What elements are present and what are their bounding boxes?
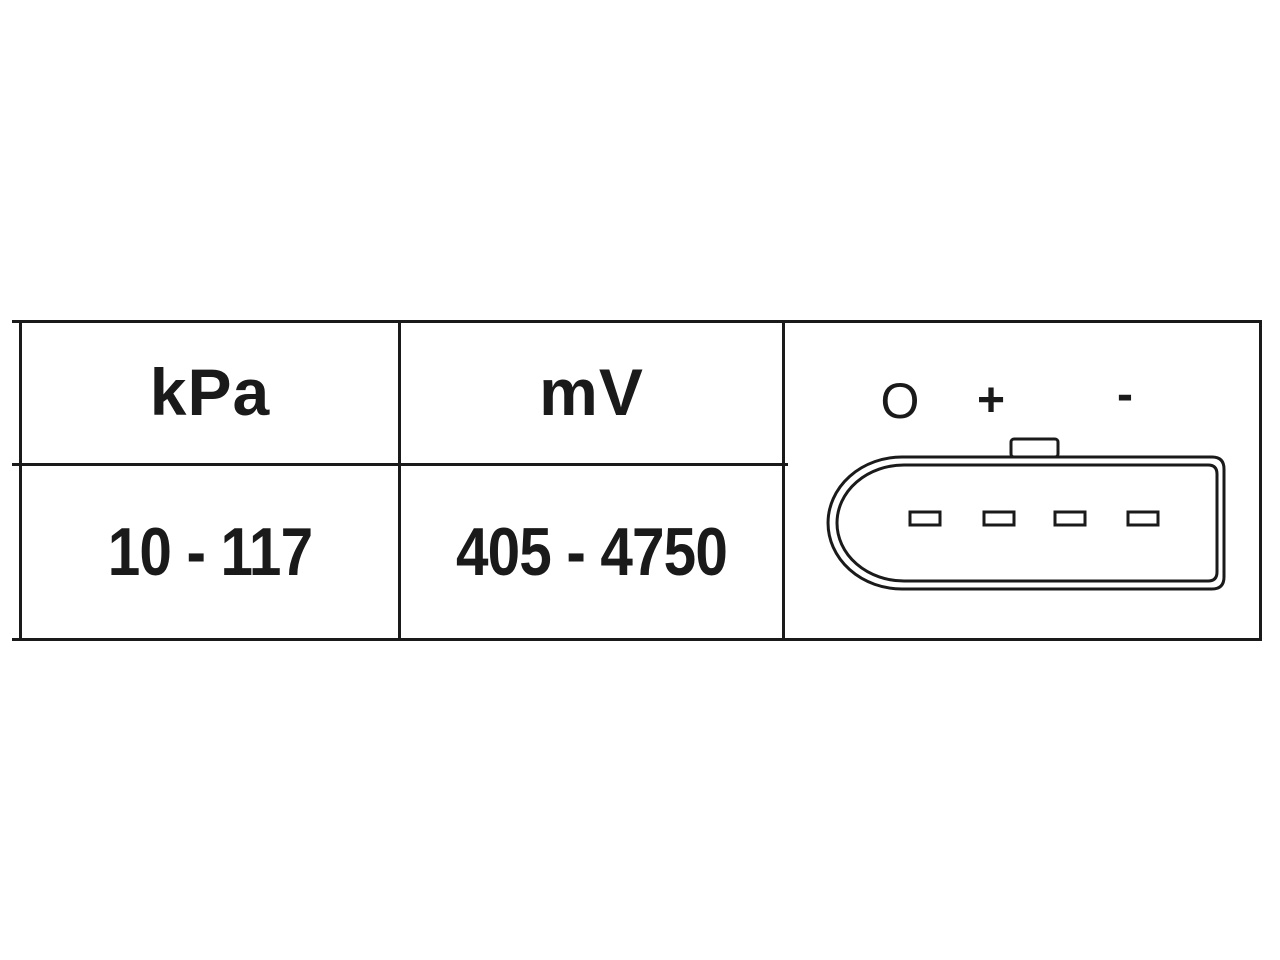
pin-label-positive: +: [977, 374, 1005, 427]
table-bottom-border: [12, 638, 1262, 641]
connector-pinout-diagram: O + -: [826, 368, 1226, 591]
connector-pin-3: [1053, 510, 1087, 527]
voltage-unit-header: mV: [539, 355, 644, 429]
connector-pin-1: [908, 510, 942, 527]
connector-housing-inner: [835, 463, 1219, 583]
pressure-unit-header: kPa: [149, 355, 271, 429]
connector-housing-outer: [826, 455, 1226, 591]
column-divider-1: [398, 320, 401, 640]
pin-label-negative: -: [1117, 368, 1133, 421]
connector-pin-4: [1126, 510, 1160, 527]
table-top-border: [12, 320, 1262, 323]
table-left-border: [19, 320, 22, 640]
connector-key-tab: [1009, 437, 1060, 459]
row-divider: [12, 463, 788, 466]
voltage-range-value: 405 - 4750: [455, 514, 728, 590]
connector-pin-2: [982, 510, 1016, 527]
column-divider-2: [782, 320, 785, 640]
sensor-spec-table: kPa mV 10 - 117 405 - 4750 O + -: [12, 320, 1262, 641]
pin-label-output: O: [881, 373, 920, 429]
pressure-range-value: 10 - 117: [107, 514, 313, 590]
table-right-border: [1259, 320, 1262, 640]
